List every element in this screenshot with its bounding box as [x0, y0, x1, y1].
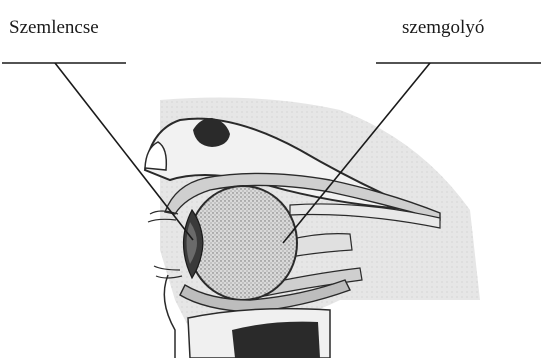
maxillary-sinus — [232, 322, 320, 358]
brow-ridge — [145, 142, 166, 170]
eyeball — [189, 186, 297, 300]
